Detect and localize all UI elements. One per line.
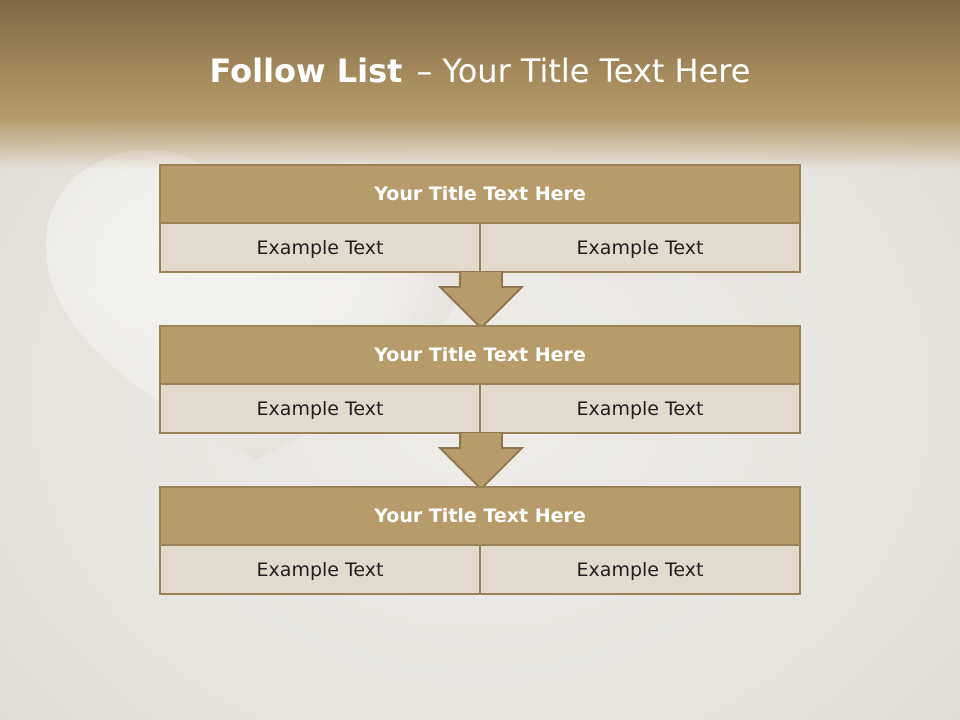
step-box-3: Your Title Text Here Example Text Exampl… [159,486,801,595]
step-cell-right: Example Text [479,224,799,271]
step-box-2: Your Title Text Here Example Text Exampl… [159,325,801,434]
step-title: Your Title Text Here [161,327,799,385]
step-row: Example Text Example Text [161,546,799,593]
step-cell-right: Example Text [479,385,799,432]
down-arrow-icon [438,432,524,490]
step-box-1: Your Title Text Here Example Text Exampl… [159,164,801,273]
step-cell-left: Example Text [256,397,384,420]
step-cell-right: Example Text [479,546,799,593]
step-cell-left: Example Text [256,236,384,259]
slide-title-bold: Follow List [209,52,403,90]
header-band [0,0,960,170]
slide-title: Follow List–Your Title Text Here [0,52,960,90]
step-title: Your Title Text Here [161,488,799,546]
step-row: Example Text Example Text [161,385,799,432]
step-title: Your Title Text Here [161,166,799,224]
down-arrow-icon [438,271,524,329]
slide-title-rest: Your Title Text Here [442,52,751,90]
step-cell-left: Example Text [256,558,384,581]
slide-title-separator: – [416,52,433,90]
step-row: Example Text Example Text [161,224,799,271]
